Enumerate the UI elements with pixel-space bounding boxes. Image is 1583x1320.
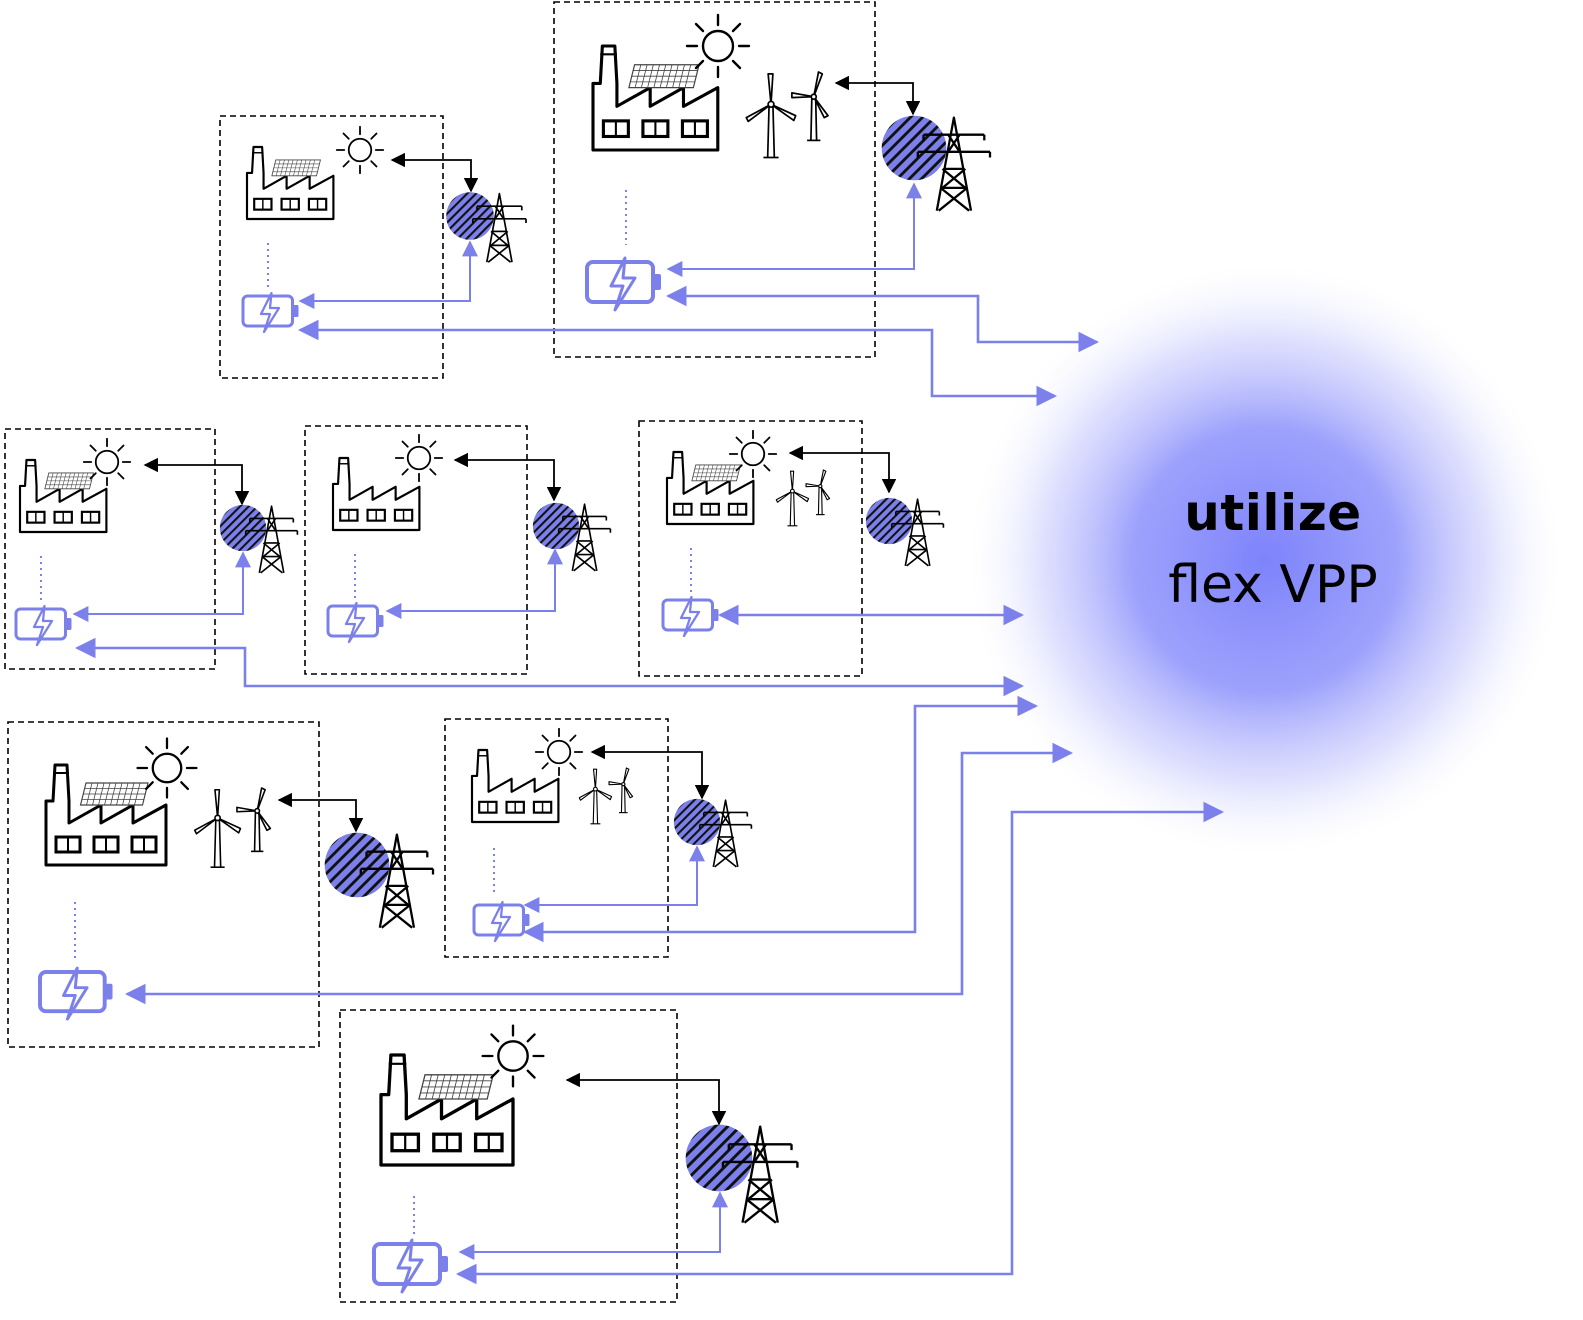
site-6 [7,721,435,1048]
vpp-glow [970,265,1560,855]
site-4 [304,425,612,675]
factory-icon [665,450,755,526]
site-5 [638,420,945,677]
sun-icon [534,727,584,777]
vpp-subtitle: flex VPP [1168,555,1378,615]
site-2 [553,1,992,358]
sun-icon [136,737,198,799]
sun-icon [394,433,444,483]
sun-icon [82,437,132,487]
battery-icon [661,595,720,638]
generation-grid-links [143,75,921,1126]
battery-vpp-links [74,285,1225,1285]
site-8 [339,1009,799,1303]
factory-icon [379,1053,515,1167]
wind-turbine-icon [775,469,831,527]
battery-icon [472,900,531,943]
grid-icon [532,502,612,572]
battery-icon [241,291,300,334]
factory-icon [44,763,168,867]
battery-icon [326,601,385,644]
wind-turbine-icon [193,787,272,868]
grid-icon [684,1123,799,1224]
grid-icon [219,504,299,574]
grid-icon [323,831,435,929]
grid-icon [865,497,945,567]
grid-icon [880,114,992,212]
grid-battery-links [72,182,922,1260]
battery-icon [372,1238,450,1294]
site-1 [219,115,527,379]
sun-icon [335,125,385,175]
sun-icon [481,1024,545,1088]
wind-turbine-icon [745,71,829,159]
factory-icon [331,456,421,532]
grid-icon [673,798,753,868]
factory-icon [470,748,560,824]
factory-icon [18,458,108,534]
battery-icon [38,966,115,1021]
battery-icon [585,256,663,312]
factory-icon [245,145,335,221]
vpp-title: utilize [1184,484,1362,542]
grid-icon [445,191,527,264]
site-7 [444,718,753,958]
wind-turbine-icon [578,767,634,825]
sun-icon [685,13,751,79]
battery-icon [14,604,73,647]
factory-icon [591,44,720,152]
sun-icon [728,429,778,479]
